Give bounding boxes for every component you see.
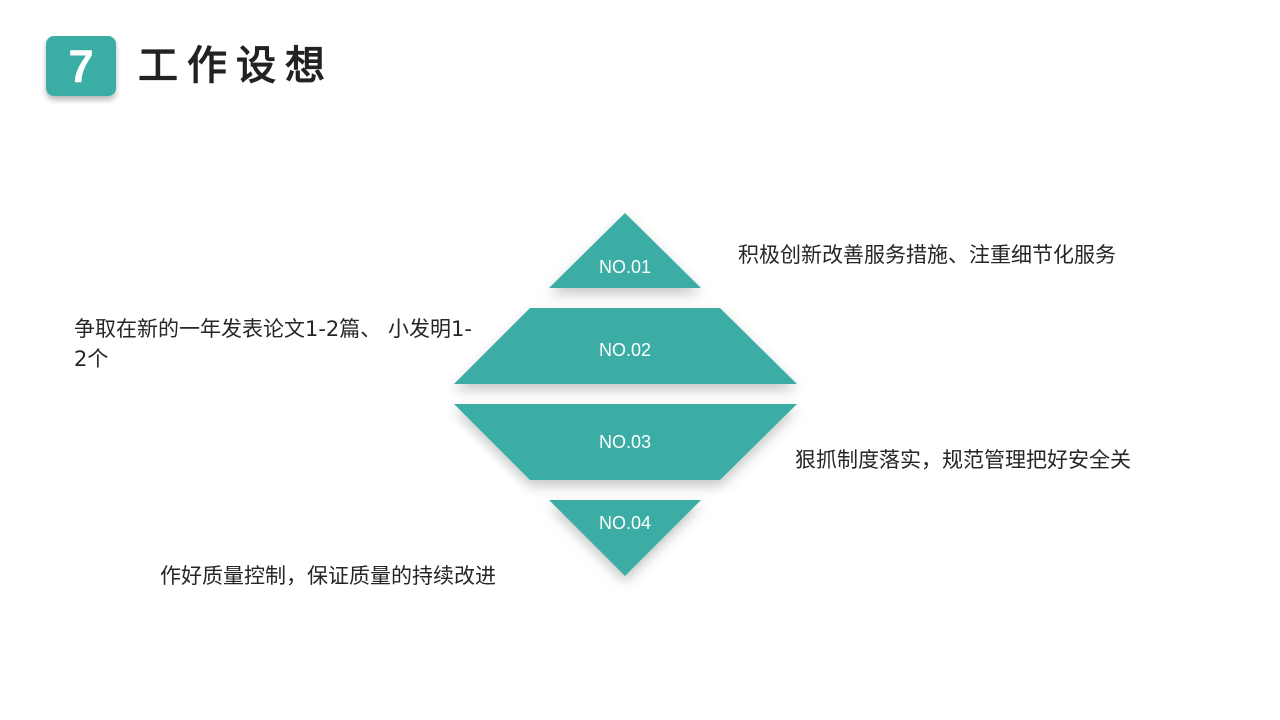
tier-2-shape [454, 308, 797, 384]
tier-2-description: 争取在新的一年发表论文1-2篇、 小发明1-2个 [74, 317, 472, 371]
tier-2-label: NO.02 [599, 340, 651, 360]
tier-4-description: 作好质量控制，保证质量的持续改进 [160, 564, 496, 588]
page-title: 工作设想 [138, 43, 334, 89]
tier-3-label: NO.03 [599, 432, 651, 452]
tier-1-label: NO.01 [599, 257, 651, 277]
tier-3-shape [454, 404, 797, 480]
tier-4-shape [549, 500, 701, 576]
tier-1-shape [549, 213, 701, 288]
tier-3-description: 狠抓制度落实，规范管理把好安全关 [795, 448, 1131, 472]
tier-1-description: 积极创新改善服务措施、注重细节化服务 [738, 243, 1116, 267]
section-number-badge: 7 [46, 36, 116, 96]
tier-4-label: NO.04 [599, 513, 651, 533]
